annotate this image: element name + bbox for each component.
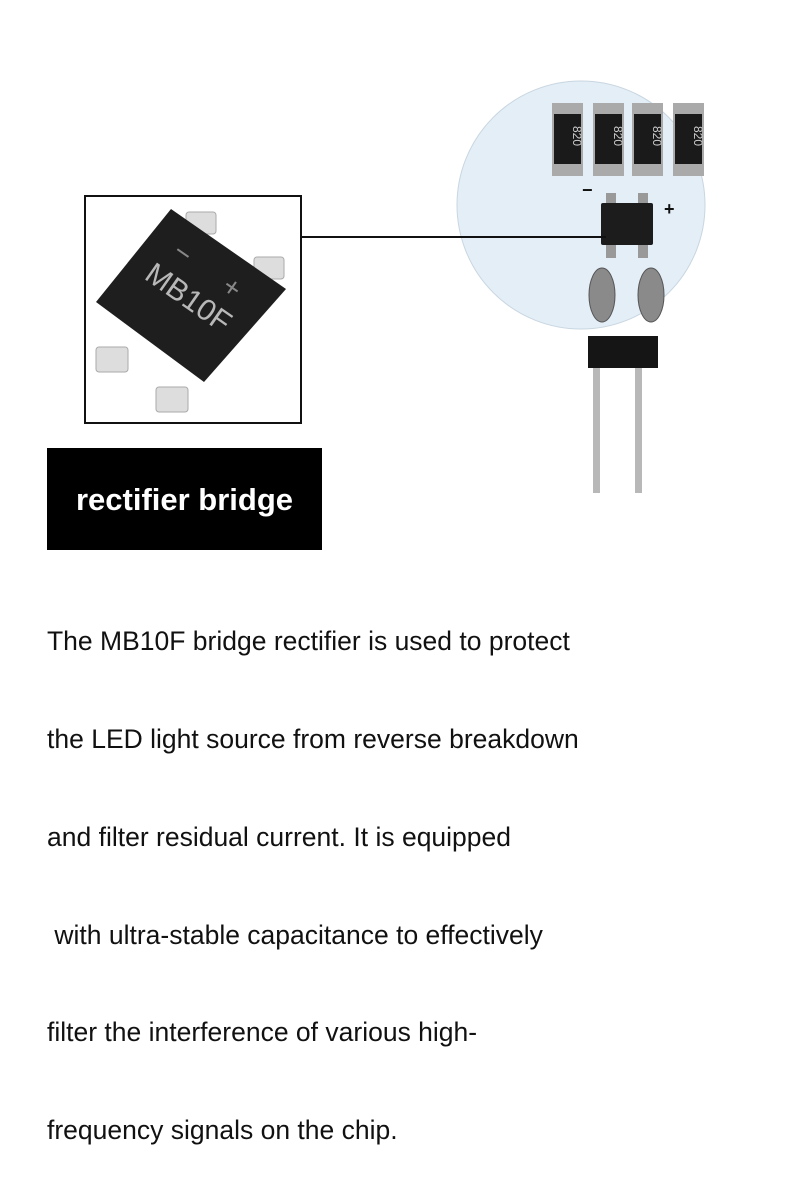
pin-connector xyxy=(588,336,658,368)
bridge-chip-on-board xyxy=(601,203,653,245)
board-minus-mark: − xyxy=(582,180,593,200)
resistor-marking: 820 xyxy=(570,126,584,146)
pin-right xyxy=(635,360,642,493)
title-banner: rectifier bridge xyxy=(47,448,322,550)
chip-lead xyxy=(95,346,129,373)
banner-label: rectifier bridge xyxy=(75,482,294,517)
chip-closeup-frame: MB10F − + xyxy=(84,195,302,424)
resistor xyxy=(634,114,661,164)
resistor-array: 820 820 820 820 xyxy=(552,103,705,176)
pin-left xyxy=(593,360,600,493)
description-text: The MB10F bridge rectifier is used to pr… xyxy=(47,560,747,1179)
chip-lead xyxy=(155,386,189,413)
chip-lead xyxy=(638,193,648,207)
resistor xyxy=(675,114,702,164)
description-line: with ultra-stable capacitance to effecti… xyxy=(47,919,543,950)
description-line: filter the interference of various high- xyxy=(47,1017,478,1048)
mb10f-chip-image: MB10F − + xyxy=(95,209,286,413)
resistor-marking: 820 xyxy=(691,126,705,146)
resistor xyxy=(595,114,622,164)
description-line: The MB10F bridge rectifier is used to pr… xyxy=(47,626,570,657)
chip-lead xyxy=(606,242,616,258)
resistor-marking: 820 xyxy=(650,126,664,146)
chip-lead xyxy=(638,242,648,258)
solder-pad xyxy=(637,267,665,323)
solder-pad xyxy=(588,267,616,323)
resistor-marking: 820 xyxy=(611,126,625,146)
resistor xyxy=(554,114,581,164)
chip-body xyxy=(96,209,286,382)
board-plus-mark: + xyxy=(664,199,675,219)
led-board-illustration: 820 820 820 820 − + xyxy=(456,80,706,493)
description-line: and filter residual current. It is equip… xyxy=(47,821,512,852)
chip-lead xyxy=(606,193,616,207)
callout-line xyxy=(300,236,606,238)
description-line: the LED light source from reverse breakd… xyxy=(47,723,579,754)
description-line: frequency signals on the chip. xyxy=(47,1115,398,1146)
